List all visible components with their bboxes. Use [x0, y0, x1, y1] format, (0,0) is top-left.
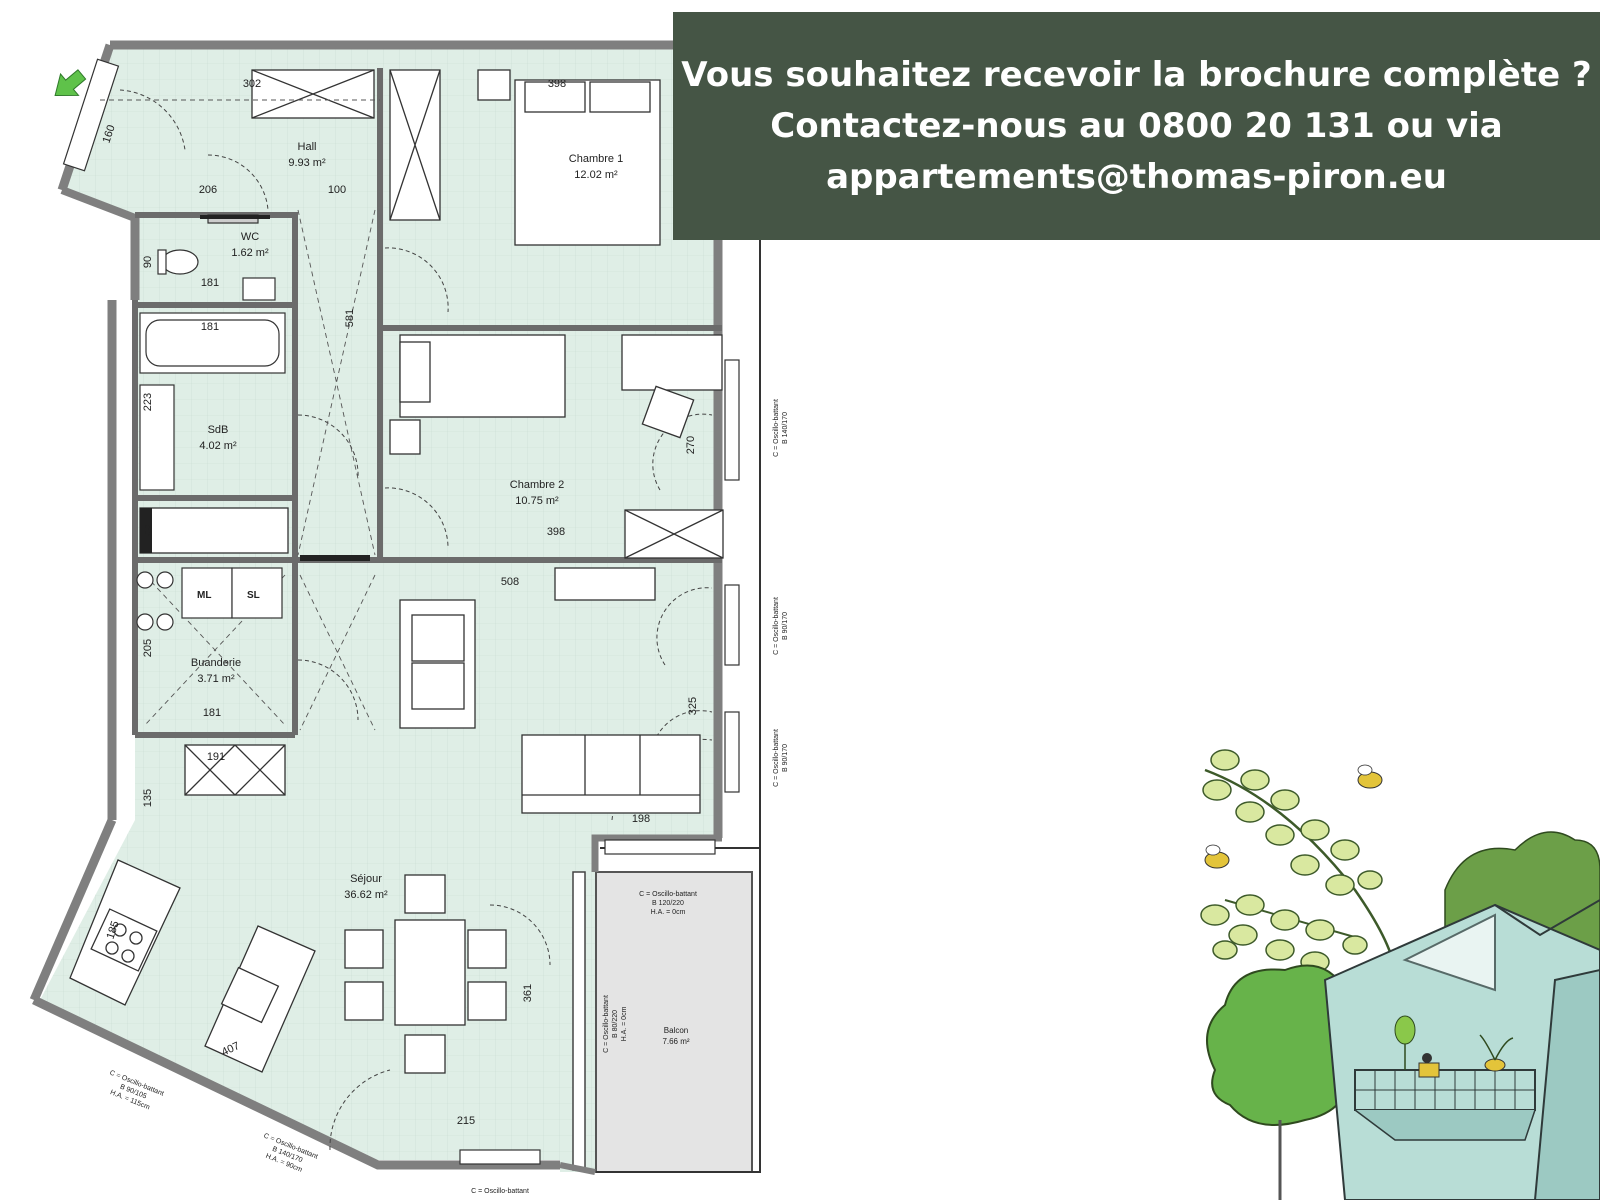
dimension-label: 185	[105, 919, 122, 940]
banner-email-link[interactable]: appartements@thomas-piron.eu	[826, 156, 1447, 197]
dimension-label: 223	[142, 393, 154, 411]
dimension-label: 100	[328, 184, 346, 196]
dimension-label: 181	[201, 321, 219, 333]
floor-plan: ML SL Hall 9.93 m² Chambre 1	[29, 40, 789, 1195]
dimension-label: 361	[522, 984, 534, 1002]
person-reading-icon	[1418, 1053, 1440, 1078]
banner-line-2: Contactez-nous au 0800 20 131 ou via	[770, 105, 1503, 146]
window-label: H.A. = 0cm	[651, 909, 686, 916]
branch-leaves-icon	[1200, 749, 1397, 973]
dimension-label: 398	[548, 78, 566, 90]
bathroom-fixtures	[139, 214, 286, 491]
bee-icon	[1204, 844, 1230, 869]
window-label: B 90/170	[782, 612, 789, 640]
bed-chambre-1	[477, 69, 661, 246]
dimension-label: 508	[501, 576, 519, 588]
window-label: B 90/170	[782, 744, 789, 772]
window-label: C = Oscillo-battant	[639, 891, 697, 898]
wall-marks	[140, 215, 370, 561]
dimension-label: 205	[142, 639, 154, 657]
window-label: B 80/220	[612, 1010, 619, 1038]
storage-units	[139, 69, 724, 796]
dimension-label: 191	[207, 751, 225, 763]
dimension-label: 270	[685, 436, 697, 454]
plant-icon	[1394, 1015, 1514, 1072]
room-area-hall: 9.93 m²	[288, 157, 326, 169]
room-area-sejour: 36.62 m²	[344, 889, 388, 901]
entrance-arrow-icon	[54, 69, 87, 97]
room-area-chambre-2: 10.75 m²	[515, 495, 559, 507]
room-area-chambre-1: 12.02 m²	[574, 169, 618, 181]
window-label: C = Oscillo-battant	[773, 597, 780, 655]
window-label: B 120/220	[652, 900, 684, 907]
window-label: C = Oscillo-battant	[773, 399, 780, 457]
dimension-label: 181	[201, 277, 219, 289]
laundry-machines	[136, 567, 283, 631]
window-label: B 140/170	[782, 412, 789, 444]
dimension-label: 581	[344, 309, 356, 327]
window-label: C = Oscillo-battant	[603, 995, 610, 1053]
dimension-label: 135	[142, 789, 154, 807]
window-openings	[62, 58, 740, 1165]
banner-line-1: Vous souhaitez recevoir la brochure comp…	[681, 54, 1592, 95]
dimension-label: 181	[203, 707, 221, 719]
room-area-buanderie: 3.71 m²	[197, 673, 235, 685]
room-name-sdb: SdB	[208, 424, 229, 436]
dimension-label: 398	[547, 526, 565, 538]
kitchen-units	[69, 859, 316, 1073]
dimension-label: 206	[199, 184, 217, 196]
room-area-wc: 1.62 m²	[231, 247, 269, 259]
window-label: C = Oscillo-battant	[471, 1188, 529, 1195]
furniture-sejour	[344, 567, 701, 1074]
room-area-sdb: 4.02 m²	[199, 440, 237, 452]
room-name-wc: WC	[241, 231, 259, 243]
dimension-label: 302	[243, 78, 261, 90]
building	[1323, 899, 1600, 1200]
room-name-hall: Hall	[298, 141, 317, 153]
room-name-chambre-1: Chambre 1	[569, 153, 623, 165]
balcony-area	[595, 871, 753, 1173]
contact-banner: Vous souhaitez recevoir la brochure comp…	[673, 12, 1600, 240]
room-name-buanderie: Buanderie	[191, 657, 241, 669]
furniture-chambre-2	[389, 334, 723, 455]
dimension-label: 55	[141, 524, 153, 536]
bee-icon	[1357, 764, 1383, 789]
room-name-balcon: Balcon	[664, 1026, 688, 1035]
dimension-label: 160	[101, 123, 118, 144]
balcony-railing	[572, 871, 586, 1171]
dryer-label: SL	[247, 590, 260, 601]
dimension-label: 325	[687, 697, 699, 715]
window-label: C = Oscillo-battant	[773, 729, 780, 787]
dashed-guides	[100, 99, 380, 731]
washing-machine-label: ML	[197, 590, 211, 601]
building-illustration	[1200, 749, 1600, 1200]
dimension-label: 90	[142, 256, 154, 268]
dimension-label: 215	[457, 1115, 475, 1127]
room-name-chambre-2: Chambre 2	[510, 479, 564, 491]
dimension-label: 198	[632, 813, 650, 825]
window-label: H.A. = 0cm	[621, 1006, 628, 1041]
room-name-sejour: Séjour	[350, 873, 382, 885]
room-area-balcon: 7.66 m²	[662, 1037, 689, 1046]
